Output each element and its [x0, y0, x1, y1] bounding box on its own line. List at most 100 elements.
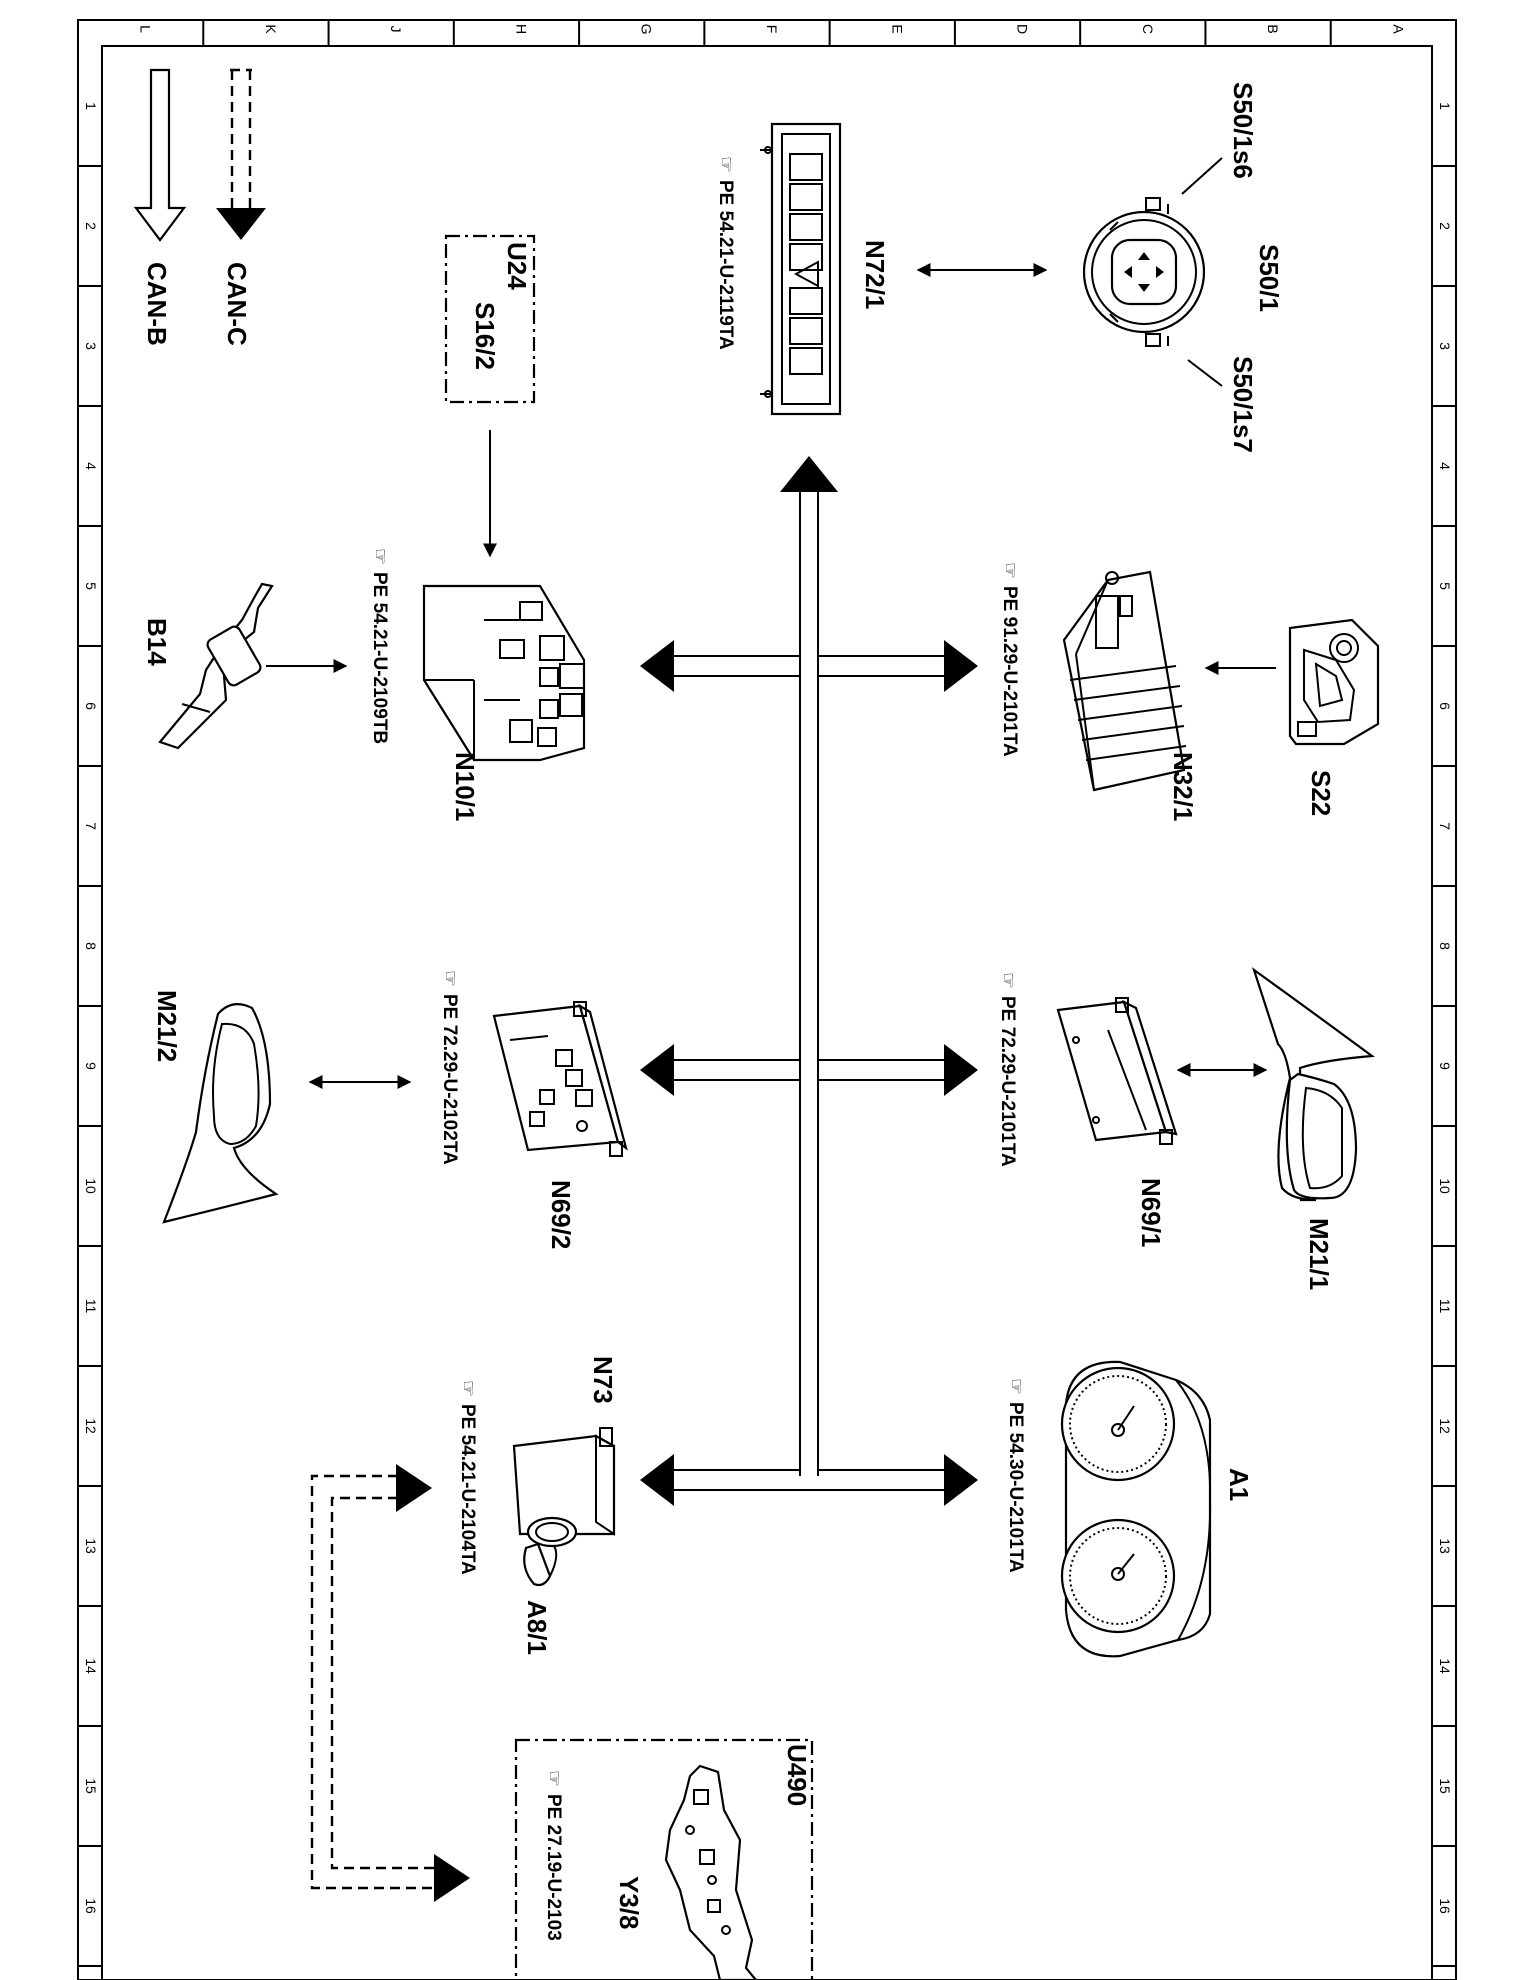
svg-text:PE 54.30-U-2101TA: PE 54.30-U-2101TA — [1005, 1402, 1026, 1573]
row-number-left-11: 11 — [83, 1299, 99, 1314]
legend: CAN-C CAN-B — [133, 68, 266, 346]
row-number-right-16: 16 — [1437, 1898, 1453, 1914]
row-number-right-2: 2 — [1437, 222, 1453, 230]
row-number-right-14: 14 — [1437, 1658, 1453, 1674]
n73-label: N73 — [588, 1356, 618, 1404]
svg-text:PE 91.29-U-2101TA: PE 91.29-U-2101TA — [999, 586, 1020, 757]
svg-text:PE 27.19-U-2103: PE 27.19-U-2103 — [543, 1794, 564, 1941]
row-number-right-8: 8 — [1437, 942, 1453, 950]
zone-letter-l: L — [138, 25, 154, 33]
s50-1s6-label: S50/1s6 — [1228, 82, 1258, 179]
s50-1-button-cluster — [1082, 157, 1223, 387]
n72-1-buttons — [789, 153, 823, 375]
n72-1-reference: ☞ PE 54.21-U-2119TA — [715, 156, 736, 350]
zone-strip-dividers — [202, 20, 1332, 46]
s22-label: S22 — [1306, 770, 1336, 816]
svg-text:☞: ☞ — [439, 970, 460, 987]
row-number-left-16: 16 — [83, 1898, 99, 1914]
row-number-left-2: 2 — [83, 222, 99, 230]
row-number-left-3: 3 — [83, 342, 99, 350]
a1-label: A1 — [1224, 1468, 1254, 1501]
row-number-left-5: 5 — [83, 582, 99, 590]
n69-2-reference: ☞ PE 72.29-U-2102TA — [439, 970, 460, 1165]
can-b-link-y3-8 — [310, 1464, 470, 1902]
u490-label: U490 — [782, 1744, 812, 1806]
row-number-right-4: 4 — [1437, 462, 1453, 470]
legend-can-b-label: CAN-B — [142, 262, 172, 346]
s50-1-label: S50/1 — [1254, 244, 1284, 312]
svg-text:☞: ☞ — [457, 1380, 478, 1397]
n69-1-label: N69/1 — [1136, 1178, 1166, 1247]
b14-label: B14 — [142, 618, 172, 666]
zone-letter-h: H — [513, 24, 529, 34]
row-number-left-8: 8 — [83, 942, 99, 950]
m21-2-mirror — [162, 1003, 279, 1224]
zone-letter-f: F — [764, 25, 780, 34]
n72-1-label: N72/1 — [860, 240, 890, 309]
row-number-right-6: 6 — [1437, 702, 1453, 710]
u24-group-box — [444, 234, 536, 404]
row-number-left-12: 12 — [83, 1418, 99, 1434]
a8-1-key — [523, 1542, 558, 1587]
svg-text:☞: ☞ — [1005, 1378, 1026, 1395]
svg-text:PE 72.29-U-2102TA: PE 72.29-U-2102TA — [439, 994, 460, 1165]
svg-text:☞: ☞ — [715, 156, 736, 173]
n69-2-label: N69/2 — [546, 1180, 576, 1249]
branch-row-6 — [640, 640, 978, 692]
n32-1-reference: ☞ PE 91.29-U-2101TA — [999, 562, 1020, 757]
row-number-left-6: 6 — [83, 702, 99, 710]
svg-text:☞: ☞ — [999, 562, 1020, 579]
b14-sensor — [158, 582, 274, 750]
row-number-left-15: 15 — [83, 1778, 99, 1794]
svg-text:PE 72.29-U-2101TA: PE 72.29-U-2101TA — [997, 996, 1018, 1167]
row-number-right-11: 11 — [1437, 1299, 1453, 1314]
row-number-right-13: 13 — [1437, 1538, 1453, 1554]
legend-can-c-label: CAN-C — [222, 262, 252, 346]
zone-letter-j: J — [388, 26, 404, 33]
n10-1-module — [422, 584, 586, 762]
zone-letter-k: K — [263, 24, 279, 34]
m21-1-mirror — [1251, 967, 1376, 1202]
row-number-right-1: 1 — [1437, 102, 1453, 110]
branch-row-12 — [640, 1454, 978, 1506]
row-number-left-9: 9 — [83, 1062, 99, 1070]
row-number-right-12: 12 — [1437, 1418, 1453, 1434]
n10-1-reference: ☞ PE 54.21-U-2109TB — [369, 548, 390, 744]
row-number-right-7: 7 — [1437, 822, 1453, 830]
a1-reference: ☞ PE 54.30-U-2101TA — [1005, 1378, 1026, 1573]
legend-can-c-arrow — [216, 68, 266, 240]
row-number-left-13: 13 — [83, 1538, 99, 1554]
y3-8-reference: ☞ PE 27.19-U-2103 — [543, 1770, 564, 1941]
n72-1-control-panel — [760, 122, 842, 416]
u490-group-box — [514, 1738, 814, 1980]
zone-letter-a: A — [1390, 24, 1406, 34]
row-number-left-7: 7 — [83, 822, 99, 830]
row-number-right-3: 3 — [1437, 342, 1453, 350]
row-number-left-14: 14 — [83, 1658, 99, 1674]
row-number-right-10: 10 — [1437, 1178, 1453, 1194]
m21-1-label: M21/1 — [1304, 1218, 1334, 1290]
n10-1-label: N10/1 — [450, 752, 480, 821]
zone-letter-g: G — [639, 24, 655, 35]
row-number-right-5: 5 — [1437, 582, 1453, 590]
svg-text:PE 54.21-U-2104TA: PE 54.21-U-2104TA — [457, 1404, 478, 1575]
zone-letter-b: B — [1265, 24, 1281, 33]
row-number-left-1: 1 — [83, 102, 99, 110]
zone-letter-e: E — [889, 24, 905, 33]
m21-2-label: M21/2 — [152, 990, 182, 1062]
legend-can-b-arrow — [133, 68, 187, 242]
svg-text:PE 54.21-U-2109TB: PE 54.21-U-2109TB — [369, 572, 390, 744]
n69-2-module — [492, 1001, 628, 1157]
y3-8-valve-body — [664, 1764, 758, 1980]
zone-letter-d: D — [1015, 24, 1031, 34]
backbone-up-arrow — [780, 456, 838, 492]
row-number-left-10: 10 — [83, 1178, 99, 1194]
n32-1-module — [1062, 570, 1187, 792]
row-ticks — [78, 165, 1456, 1967]
svg-text:☞: ☞ — [543, 1770, 564, 1787]
a8-1-label: A8/1 — [522, 1600, 552, 1655]
